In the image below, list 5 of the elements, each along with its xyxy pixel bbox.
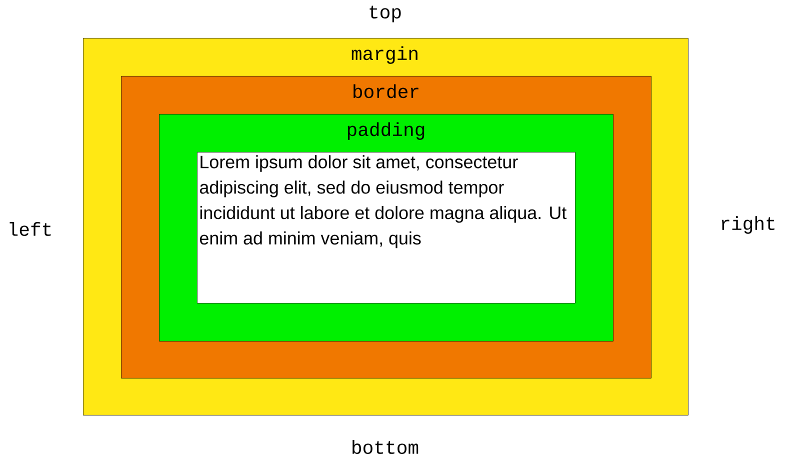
content-box: Lorem ipsum dolor sit amet, consectetur adipiscing elit, sed do eiusmod tempor incididunt ut labore et dolore magna aliqua. Ut enim ad minim veniam, quis [197, 152, 576, 304]
side-label: left [10, 222, 51, 236]
side-label: right [722, 216, 774, 234]
side-label: bottom [352, 440, 418, 454]
side-label: top [370, 6, 401, 22]
